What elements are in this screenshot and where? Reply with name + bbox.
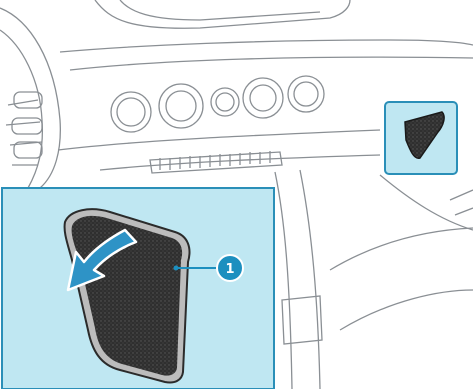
steering-wheel-rim — [0, 8, 60, 188]
location-highlight — [385, 102, 457, 174]
callout-number: 1 — [225, 262, 234, 277]
detail-inset: 1 — [2, 188, 274, 389]
